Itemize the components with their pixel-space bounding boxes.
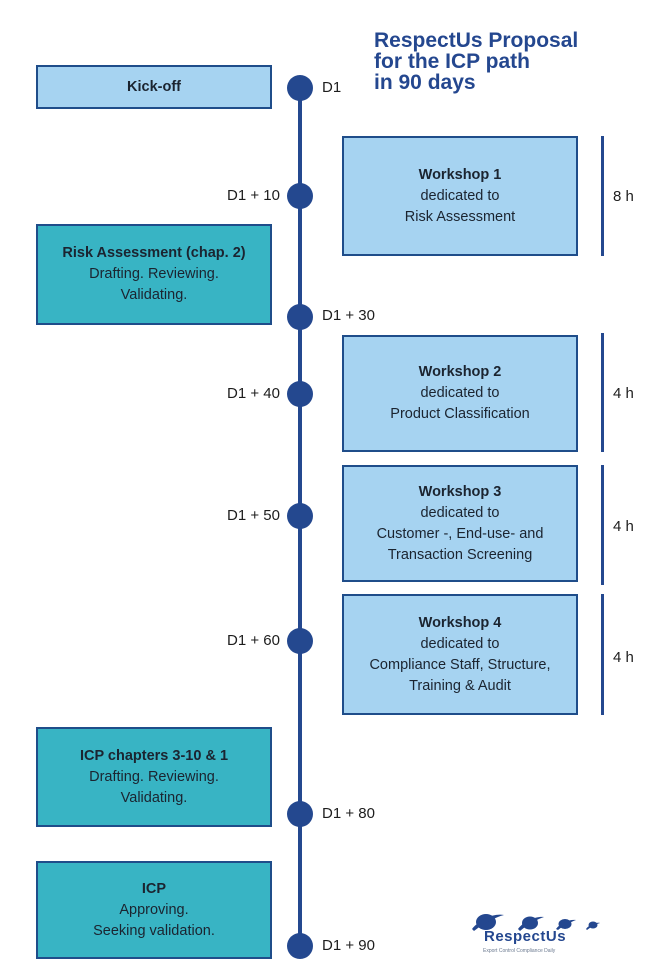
milestone-label-d1-60: D1 + 60 — [227, 632, 280, 649]
icp-box: ICP Approving. Seeking validation. — [36, 861, 272, 959]
workshop-4-hours: 4 h — [613, 649, 634, 666]
title-line-2: for the ICP path — [374, 50, 530, 73]
workshop-4-duration-bar — [601, 594, 604, 715]
workshop-1-box: Workshop 1 dedicated to Risk Assessment — [342, 136, 578, 256]
logo-tagline: Export Control Compliance Daily — [483, 948, 556, 954]
milestone-label-d1-80: D1 + 80 — [322, 805, 375, 822]
respectus-logo-icon — [472, 914, 600, 931]
milestone-dot-d1 — [287, 75, 313, 101]
title-line-3: in 90 days — [374, 71, 476, 94]
workshop-3-title: Workshop 3 — [418, 483, 502, 500]
workshop-2-box: Workshop 2 dedicated to Product Classifi… — [342, 335, 578, 452]
workshop-1-line-2: Risk Assessment — [404, 208, 516, 225]
workshop-1-hours: 8 h — [613, 188, 634, 205]
milestone-dot-d1-40 — [287, 381, 313, 407]
milestone-dot-d1-80 — [287, 801, 313, 827]
page-title: RespectUs Proposal for the ICP path in 9… — [374, 30, 644, 93]
workshop-1-line-1: dedicated to — [420, 187, 500, 204]
risk-assessment-title: Risk Assessment (chap. 2) — [62, 245, 246, 261]
milestone-label-d1: D1 — [322, 79, 342, 96]
icp-chapters-title: ICP chapters 3-10 & 1 — [79, 747, 229, 764]
milestone-dot-d1-50 — [287, 503, 313, 529]
milestone-dot-d1-90 — [287, 933, 313, 959]
workshop-2-title: Workshop 2 — [418, 364, 502, 380]
workshop-2-duration-bar — [601, 333, 604, 452]
milestone-label-d1-50: D1 + 50 — [227, 507, 280, 524]
milestone-label-d1-30: D1 + 30 — [322, 307, 375, 324]
kickoff-title: Kick-off — [127, 78, 181, 95]
workshop-2-line-2: Product Classification — [390, 406, 530, 422]
icp-line-2: Seeking validation. — [93, 922, 215, 939]
workshop-3-line-3: Transaction Screening — [387, 546, 533, 563]
risk-assessment-box: Risk Assessment (chap. 2) Drafting. Revi… — [36, 224, 272, 325]
icp-chapters-box: ICP chapters 3-10 & 1 Drafting. Reviewin… — [36, 727, 272, 827]
milestone-dot-d1-30 — [287, 304, 313, 330]
workshop-2-line-1: dedicated to — [420, 385, 500, 401]
workshop-1-title: Workshop 1 — [418, 166, 502, 183]
title-line-1: RespectUs Proposal — [374, 29, 579, 52]
workshop-4-box: Workshop 4 dedicated to Compliance Staff… — [342, 594, 578, 715]
risk-assessment-line-2: Validating. — [120, 287, 188, 303]
workshop-3-hours: 4 h — [613, 518, 634, 535]
logo-name: RespectUs — [484, 928, 567, 945]
kickoff-box: Kick-off — [36, 65, 272, 109]
icp-title: ICP — [141, 880, 167, 897]
milestone-label-d1-10: D1 + 10 — [227, 187, 280, 204]
milestone-dot-d1-60 — [287, 628, 313, 654]
milestone-label-d1-90: D1 + 90 — [322, 937, 375, 954]
workshop-3-duration-bar — [601, 465, 604, 585]
workshop-4-title: Workshop 4 — [418, 614, 502, 631]
workshop-4-line-1: dedicated to — [420, 635, 500, 652]
workshop-3-line-1: dedicated to — [420, 504, 500, 521]
workshop-4-line-2: Compliance Staff, Structure, — [369, 656, 551, 673]
workshop-1-duration-bar — [601, 136, 604, 256]
milestone-dot-d1-10 — [287, 183, 313, 209]
workshop-3-line-2: Customer -, End-use- and — [376, 525, 544, 542]
milestone-label-d1-40: D1 + 40 — [227, 385, 280, 402]
workshop-2-hours: 4 h — [613, 385, 634, 402]
workshop-4-line-3: Training & Audit — [409, 677, 511, 694]
risk-assessment-line-1: Drafting. Reviewing. — [89, 266, 219, 282]
icp-line-1: Approving. — [119, 901, 189, 918]
icp-chapters-line-2: Validating. — [120, 789, 188, 806]
icp-chapters-line-1: Drafting. Reviewing. — [89, 768, 219, 785]
workshop-3-box: Workshop 3 dedicated to Customer -, End-… — [342, 465, 578, 582]
